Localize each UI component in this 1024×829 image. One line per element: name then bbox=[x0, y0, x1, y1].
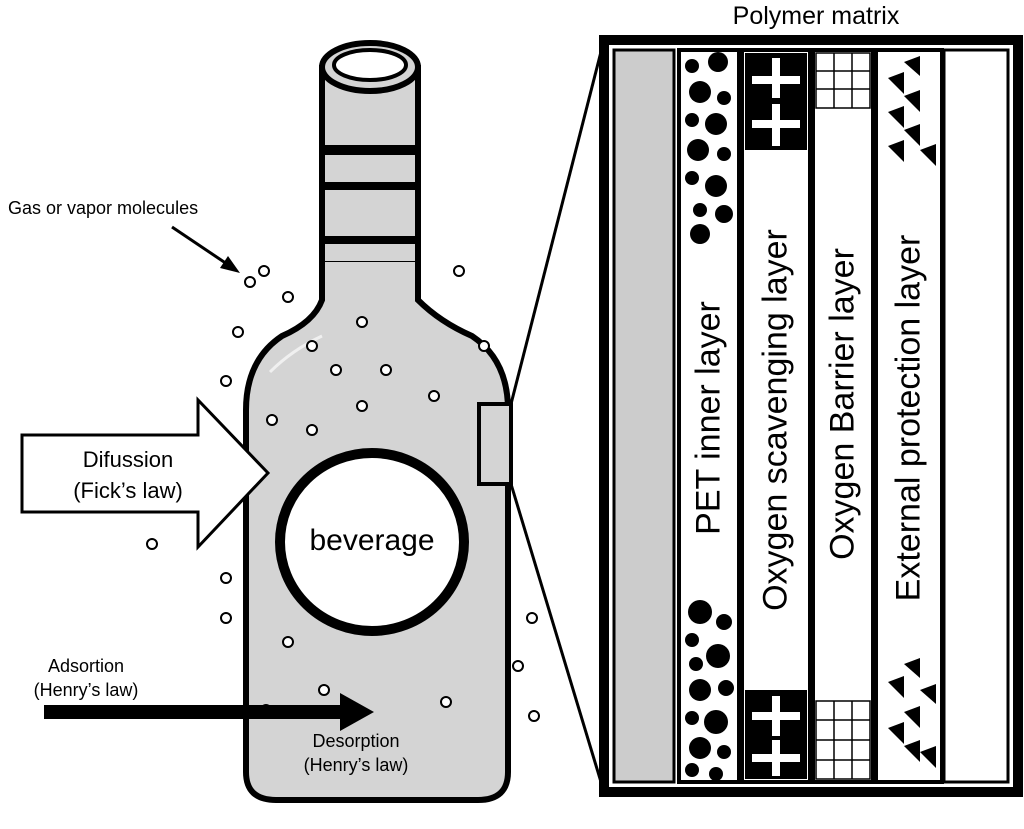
layer-external-column bbox=[874, 48, 944, 784]
diffusion-law-label: (Fick’s law) bbox=[73, 478, 183, 503]
gas-molecule bbox=[244, 276, 256, 288]
bottle bbox=[243, 40, 513, 803]
diffusion-label: Difussion bbox=[82, 447, 174, 472]
gas-molecule bbox=[306, 424, 318, 436]
pet-circles-pattern bbox=[685, 52, 734, 781]
pet-circle bbox=[693, 203, 707, 217]
pet-circle bbox=[708, 52, 728, 72]
layer-label-external: External protection layer bbox=[889, 234, 928, 602]
pet-circle bbox=[717, 147, 731, 161]
bottle-mouth-opening bbox=[332, 48, 408, 82]
pet-circle bbox=[718, 680, 734, 696]
pet-circle bbox=[689, 81, 711, 103]
gas-molecules bbox=[146, 265, 540, 722]
pet-circle bbox=[690, 224, 710, 244]
pet-circle bbox=[709, 767, 723, 781]
desorption-law-label: (Henry’s law) bbox=[303, 755, 409, 775]
polymer-matrix-title: Polymer matrix bbox=[732, 2, 900, 30]
desorption-label: Desorption bbox=[312, 731, 400, 751]
gas-molecule bbox=[453, 265, 465, 277]
gas-molecule bbox=[356, 316, 368, 328]
gas-molecule bbox=[330, 364, 342, 376]
outer-column bbox=[942, 48, 1010, 784]
zoom-line-bottom bbox=[509, 483, 606, 793]
pet-circle bbox=[685, 763, 699, 777]
gas-molecule bbox=[512, 660, 524, 672]
polymer-matrix bbox=[599, 35, 1023, 797]
gas-molecule bbox=[258, 265, 270, 277]
external-triangles-pattern bbox=[888, 56, 936, 768]
pet-circle bbox=[715, 205, 733, 223]
pet-circle bbox=[705, 175, 727, 197]
pet-circle bbox=[685, 59, 699, 73]
gas-molecule bbox=[528, 710, 540, 722]
pet-circle bbox=[687, 139, 709, 161]
pet-circle bbox=[689, 679, 711, 701]
gas-molecule bbox=[146, 538, 158, 550]
pet-circle bbox=[688, 600, 712, 624]
layer-scavenging-column bbox=[740, 48, 812, 784]
scavenging-cross-pattern bbox=[745, 53, 807, 779]
gas-molecule bbox=[428, 390, 440, 402]
beverage-label-circle bbox=[275, 448, 469, 636]
gas-molecules-label: Gas or vapor molecules bbox=[8, 198, 199, 218]
pet-circle bbox=[717, 745, 731, 759]
pet-circle bbox=[685, 113, 699, 127]
pet-circle bbox=[685, 171, 699, 185]
gas-molecule bbox=[220, 375, 232, 387]
pet-circle bbox=[685, 633, 699, 647]
gas-molecule bbox=[220, 612, 232, 624]
adsorption-label: Adsortion bbox=[47, 656, 125, 676]
gas-molecule bbox=[282, 291, 294, 303]
zoom-line-top bbox=[509, 39, 606, 405]
gas-molecule bbox=[440, 696, 452, 708]
layer-label-barrier: Oxygen Barrier layer bbox=[823, 248, 862, 560]
layer-label-pet: PET inner layer bbox=[689, 301, 728, 535]
barrier-grid-pattern bbox=[815, 52, 871, 780]
gas-molecule bbox=[318, 684, 330, 696]
zoom-window bbox=[477, 402, 513, 486]
pet-circle bbox=[704, 710, 728, 734]
pet-circle bbox=[689, 737, 711, 759]
gas-molecule bbox=[220, 572, 232, 584]
bottle-neck bbox=[319, 65, 421, 267]
gray-band bbox=[612, 48, 676, 784]
gas-molecule bbox=[478, 340, 490, 352]
pet-circle bbox=[689, 657, 703, 671]
adsorption-law-label: (Henry’s law) bbox=[33, 680, 139, 700]
beverage-label: beverage bbox=[309, 524, 435, 557]
gas-molecule bbox=[266, 414, 278, 426]
pet-circle bbox=[705, 113, 727, 135]
pet-circle bbox=[706, 644, 730, 668]
layer-label-scavenging: Oxygen scavenging layer bbox=[756, 229, 795, 611]
gas-molecule bbox=[526, 612, 538, 624]
molecule-pointer-arrow bbox=[171, 225, 240, 273]
gas-molecule bbox=[380, 364, 392, 376]
gas-molecule bbox=[306, 340, 318, 352]
gas-molecule bbox=[282, 636, 294, 648]
bottle-highlight bbox=[268, 334, 323, 374]
gas-molecule bbox=[356, 400, 368, 412]
adsorption-arrow bbox=[44, 693, 374, 731]
pet-circle bbox=[717, 91, 731, 105]
layer-barrier-column bbox=[811, 48, 875, 784]
gas-molecule bbox=[232, 326, 244, 338]
diffusion-arrow bbox=[20, 396, 271, 551]
pet-circle bbox=[685, 711, 699, 725]
pet-circle bbox=[716, 614, 732, 630]
